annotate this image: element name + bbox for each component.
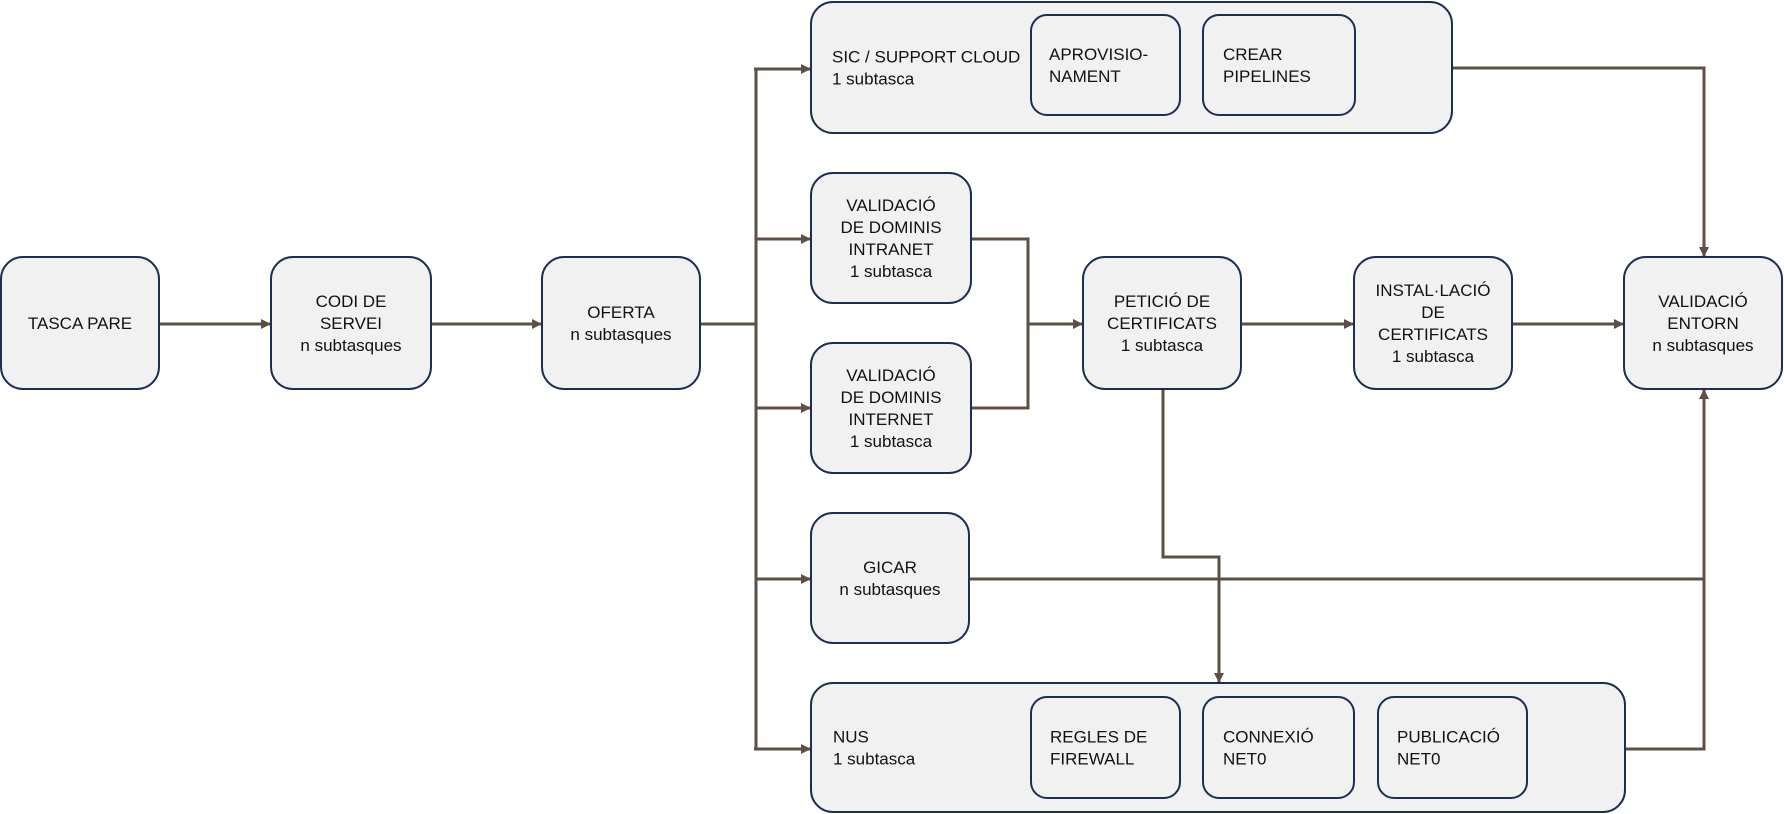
node-label-line: n subtasques <box>570 325 671 344</box>
node-label-line: 1 subtasca <box>833 750 916 769</box>
node-label-line: 1 subtasca <box>1392 347 1475 366</box>
node-label-line: DE DOMINIS <box>840 218 941 237</box>
node-box-peticio-cert <box>1082 256 1242 390</box>
node-instal-cert: INSTAL·LACIÓ DE CERTIFICATS 1 subtasca <box>1353 256 1513 390</box>
node-label-line: PUBLICACIÓ <box>1397 728 1500 747</box>
node-label-line: CERTIFICATS <box>1378 325 1488 344</box>
edge-peticio-cert-to-nus <box>1161 389 1224 683</box>
node-aprovisionament: APROVISIO- NAMENT <box>1030 14 1181 116</box>
node-label-line: SIC / SUPPORT CLOUD <box>832 48 1020 67</box>
node-label-line: NUS <box>833 728 869 747</box>
node-regles-firewall: REGLES DE FIREWALL <box>1030 696 1181 799</box>
node-val-intranet: VALIDACIÓ DE DOMINIS INTRANET 1 subtasca <box>810 172 972 304</box>
edge-sic-to-val-entorn <box>1452 66 1709 257</box>
node-label-line: NET0 <box>1223 750 1266 769</box>
connectors <box>159 64 1709 754</box>
node-peticio-cert: PETICIÓ DE CERTIFICATS 1 subtasca <box>1082 256 1242 390</box>
node-label-line: SERVEI <box>320 314 382 333</box>
node-gicar: GICAR n subtasques <box>810 512 970 644</box>
node-label-line: 1 subtasca <box>1121 336 1204 355</box>
node-label-line: REGLES DE <box>1050 728 1147 747</box>
node-label-line: DE DOMINIS <box>840 388 941 407</box>
node-label-line: VALIDACIÓ <box>846 366 935 385</box>
node-box-aprovisionament <box>1030 14 1181 116</box>
node-label-line: n subtasques <box>300 336 401 355</box>
node-label-line: NET0 <box>1397 750 1440 769</box>
node-tasca-pare: TASCA PARE <box>0 256 160 390</box>
node-label-line: n subtasques <box>839 580 940 599</box>
node-label-line: CONNEXIÓ <box>1223 728 1314 747</box>
node-val-entorn: VALIDACIÓ ENTORN n subtasques <box>1623 256 1783 390</box>
node-box-regles-firewall <box>1030 696 1181 799</box>
edge-val-intranet-to-merge <box>971 237 1030 410</box>
node-box-connexio-net0 <box>1202 696 1355 799</box>
node-label-line: APROVISIO- <box>1049 45 1148 64</box>
node-label-line: NAMENT <box>1049 67 1121 86</box>
node-codi-servei: CODI DE SERVEI n subtasques <box>270 256 432 390</box>
node-box-tasca-pare <box>0 256 160 390</box>
node-publicacio-net0: PUBLICACIÓ NET0 <box>1377 696 1528 799</box>
node-label-line: INSTAL·LACIÓ <box>1376 281 1491 300</box>
node-label-line: GICAR <box>863 558 917 577</box>
node-oferta: OFERTA n subtasques <box>541 256 701 390</box>
edge-nus-to-val-entorn <box>1625 389 1709 751</box>
node-box-codi-servei <box>270 256 432 390</box>
node-label-line: CREAR <box>1223 45 1283 64</box>
node-label-line: PETICIÓ DE <box>1114 292 1210 311</box>
node-label-line: TASCA PARE <box>28 314 132 333</box>
node-label-line: OFERTA <box>587 303 655 322</box>
node-connexio-net0: CONNEXIÓ NET0 <box>1202 696 1355 799</box>
node-box-val-entorn <box>1623 256 1783 390</box>
node-box-crear-pipelines <box>1202 14 1356 116</box>
node-label-line: DE <box>1421 303 1445 322</box>
node-label-line: ENTORN <box>1667 314 1738 333</box>
node-label-line: 1 subtasca <box>850 432 933 451</box>
node-box-publicacio-net0 <box>1377 696 1528 799</box>
node-box-val-intranet <box>810 172 972 304</box>
node-label-line: VALIDACIÓ <box>846 196 935 215</box>
node-label-line: VALIDACIÓ <box>1658 292 1747 311</box>
node-crear-pipelines: CREAR PIPELINES <box>1202 14 1356 116</box>
node-label-line: INTRANET <box>849 240 934 259</box>
node-box-val-internet <box>810 342 972 474</box>
node-box-oferta <box>541 256 701 390</box>
node-box-gicar <box>810 512 970 644</box>
node-label-line: CERTIFICATS <box>1107 314 1217 333</box>
node-box-instal-cert <box>1353 256 1513 390</box>
node-label-line: CODI DE <box>316 292 387 311</box>
node-val-internet: VALIDACIÓ DE DOMINIS INTERNET 1 subtasca <box>810 342 972 474</box>
node-label-line: 1 subtasca <box>832 70 915 89</box>
node-label-line: n subtasques <box>1652 336 1753 355</box>
node-label-line: INTERNET <box>849 410 934 429</box>
node-label-line: FIREWALL <box>1050 750 1134 769</box>
node-label-line: 1 subtasca <box>850 262 933 281</box>
node-label-line: PIPELINES <box>1223 67 1311 86</box>
